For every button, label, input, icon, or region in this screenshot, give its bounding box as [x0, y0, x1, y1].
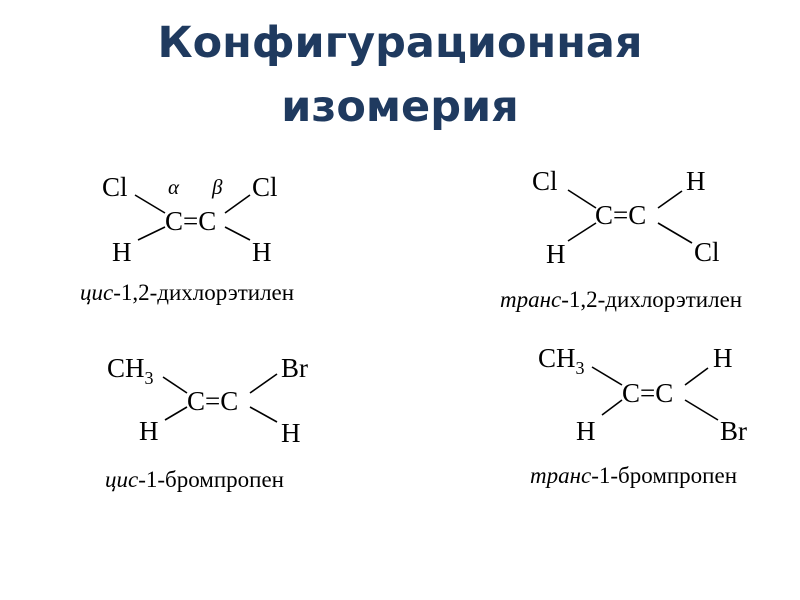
atom-bottom-left: H — [139, 416, 159, 446]
bond-bottom-right — [657, 222, 693, 244]
bond-top-left — [162, 376, 188, 394]
caption-prefix: цис — [105, 467, 139, 492]
methyl-subscript: 3 — [575, 358, 585, 378]
label-beta: β — [212, 175, 223, 199]
atom-top-right: H — [713, 343, 733, 373]
caption-prefix: транс — [530, 463, 592, 488]
bond-bottom-right — [224, 226, 251, 241]
atom-top-left: Cl — [102, 172, 128, 202]
atom-top-right: H — [686, 166, 706, 196]
atom-top-right: Cl — [252, 172, 278, 202]
atom-bottom-left: H — [546, 239, 566, 269]
caption-name: -1,2-дихлорэтилен — [561, 287, 743, 312]
bond-lines — [567, 189, 693, 244]
bond-lines — [591, 366, 719, 421]
bond-lines — [134, 194, 251, 241]
methyl-ch: CH — [538, 343, 576, 373]
atom-bottom-right: Br — [720, 416, 747, 446]
bond-lines — [162, 373, 278, 423]
molecule-trans-bromopropene: CH3 H C=C H Br транс-1-бромпропен — [530, 340, 800, 540]
molecule-caption: цис-1,2-дихлорэтилен — [80, 281, 294, 304]
bond-top-right — [224, 194, 251, 214]
caption-prefix: транс — [500, 287, 562, 312]
bond-top-right — [657, 190, 683, 209]
bond-bottom-left — [601, 399, 623, 416]
molecule-caption: цис-1-бромпропен — [105, 468, 284, 491]
bond-bottom-left — [164, 406, 188, 421]
bond-top-right — [684, 367, 709, 386]
bond-top-right — [249, 373, 278, 394]
double-bond-c-c: C=C — [595, 200, 647, 230]
caption-name: -1,2-дихлорэтилен — [113, 280, 295, 305]
label-alpha: α — [168, 175, 180, 199]
atom-top-left-methyl: CH3 — [538, 343, 585, 378]
slide-title-line-2: изомерия — [281, 82, 519, 132]
atom-bottom-right: Cl — [694, 237, 720, 267]
caption-name: -1-бромпропен — [138, 467, 284, 492]
methyl-subscript: 3 — [144, 368, 154, 388]
caption-prefix: цис — [80, 280, 114, 305]
methyl-ch: CH — [107, 353, 145, 383]
double-bond-c-c: C=C — [622, 378, 674, 408]
molecule-caption: транс-1-бромпропен — [530, 464, 737, 487]
caption-name: -1-бромпропен — [591, 463, 738, 488]
atom-bottom-right: H — [252, 237, 272, 267]
atom-top-right: Br — [281, 353, 308, 383]
molecule-cis-bromopropene: CH3 Br C=C H H цис-1-бромпропен — [105, 350, 505, 550]
atom-bottom-left: H — [576, 416, 596, 446]
atom-top-left: Cl — [532, 166, 558, 196]
atom-bottom-right: H — [281, 418, 301, 448]
molecule-cis-dichloroethylene: Cl α β Cl C=C H H цис-1,2-дихлорэтилен — [80, 165, 480, 365]
molecule-caption: транс-1,2-дихлорэтилен — [500, 288, 742, 311]
molecule-trans-dichloroethylene: Cl H C=C H Cl транс-1,2-дихлорэтилен — [500, 163, 800, 363]
atom-bottom-left: H — [112, 237, 132, 267]
bond-bottom-right — [684, 399, 719, 421]
bond-bottom-left — [567, 222, 597, 242]
bond-top-left — [591, 366, 623, 386]
double-bond-c-c: C=C — [187, 386, 239, 416]
bond-bottom-right — [249, 406, 278, 423]
bond-top-left — [134, 194, 166, 214]
atom-top-left-methyl: CH3 — [107, 353, 154, 388]
double-bond-c-c: C=C — [165, 206, 217, 236]
slide-title-line-1: Конфигурационная — [157, 18, 643, 68]
bond-top-left — [567, 189, 597, 209]
bond-bottom-left — [137, 226, 166, 241]
